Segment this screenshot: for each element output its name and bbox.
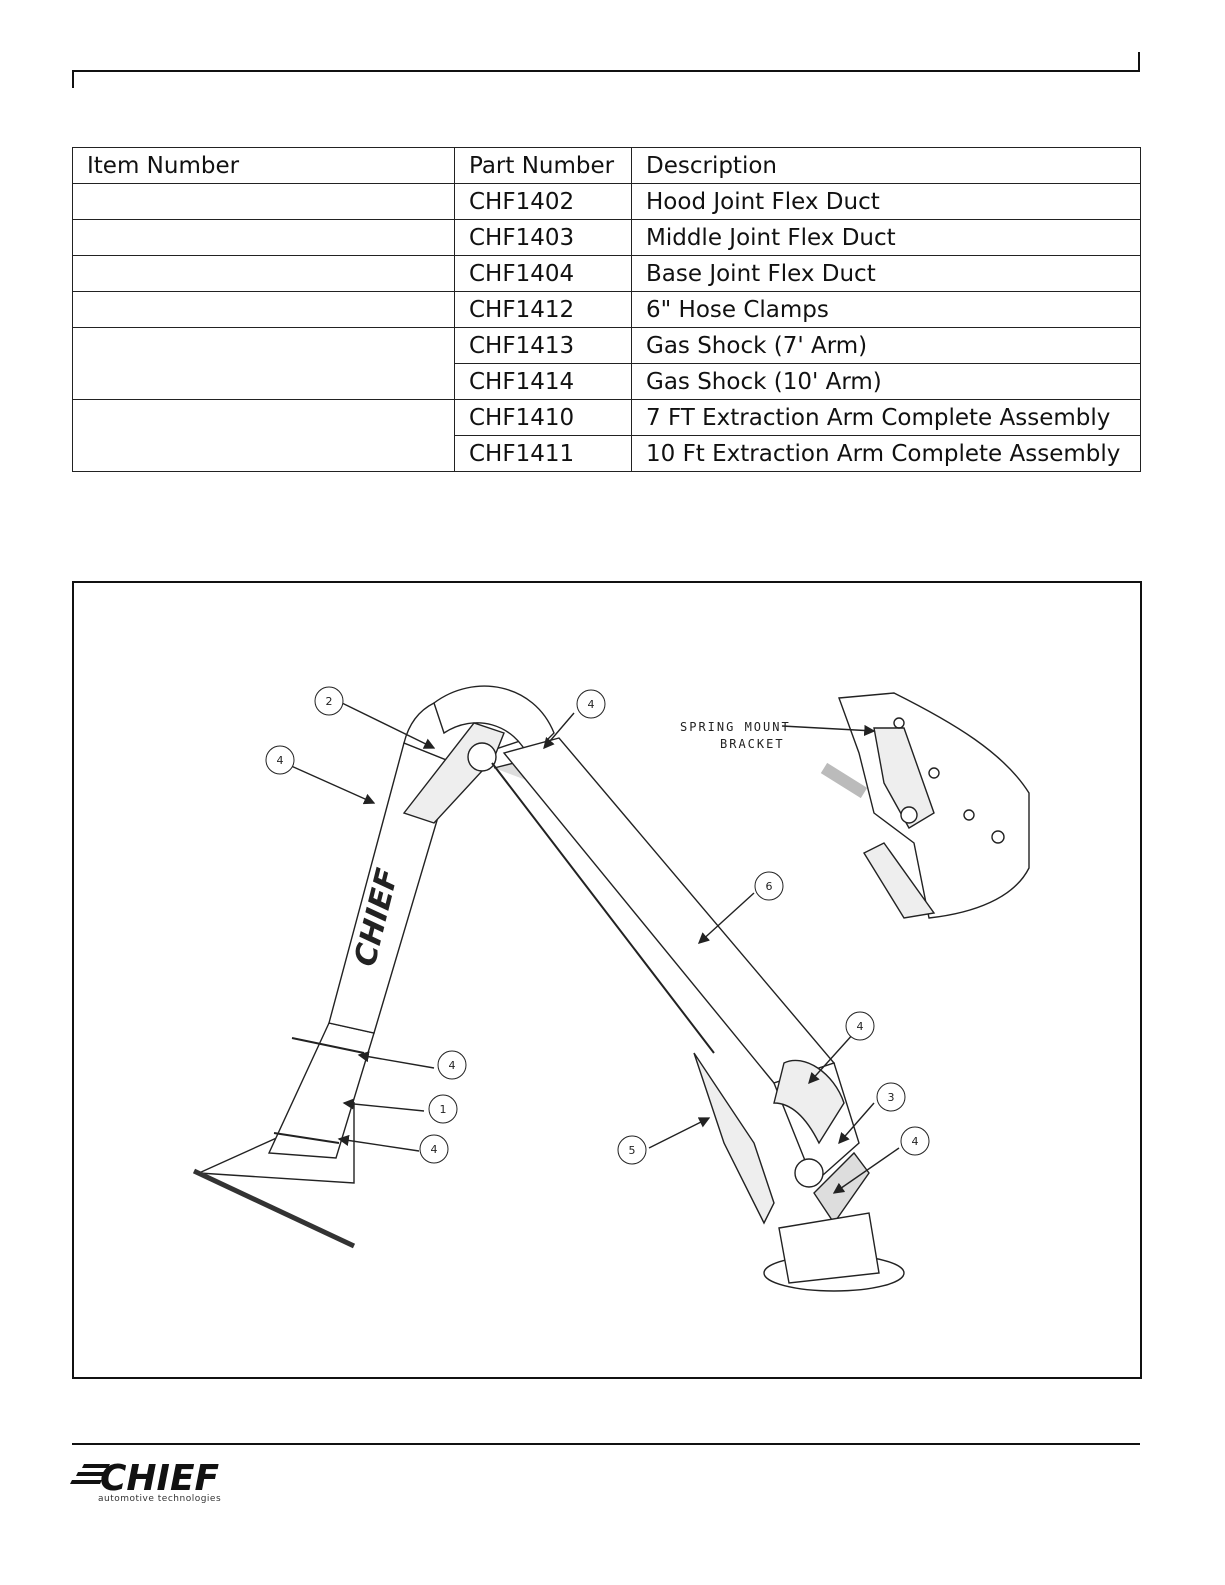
callout-4-hood-left: 4 (265, 745, 295, 775)
table-row: CHF1411 10 Ft Extraction Arm Complete As… (73, 435, 1141, 472)
callout-4-hood-top: 4 (576, 689, 606, 719)
part-cell: CHF1403 (454, 219, 632, 256)
callout-4-lower-band: 4 (419, 1134, 449, 1164)
svg-text:5: 5 (629, 1144, 636, 1157)
header-item-number: Item Number (72, 147, 455, 184)
callout-4-lower-duct: 4 (437, 1050, 467, 1080)
base-joint-bracket (773, 1059, 845, 1145)
part-cell: CHF1414 (454, 363, 632, 400)
description-cell: Gas Shock (10' Arm) (631, 363, 1141, 400)
hood-joint-pivot (467, 742, 497, 772)
description-cell: 6" Hose Clamps (631, 291, 1141, 328)
header-description: Description (631, 147, 1141, 184)
spring-mount-label-line1: SPRING MOUNT (680, 720, 791, 734)
base-pipe (778, 1212, 880, 1284)
part-cell: CHF1412 (454, 291, 632, 328)
item-cell (72, 327, 455, 400)
item-cell (72, 219, 455, 256)
svg-text:3: 3 (888, 1091, 895, 1104)
svg-text:4: 4 (912, 1135, 919, 1148)
table-row: CHF1412 6" Hose Clamps (72, 291, 1141, 328)
spring-mount-shock (863, 842, 936, 919)
base-joint-pivot (794, 1158, 824, 1188)
svg-text:4: 4 (449, 1059, 456, 1072)
callout-4-base-right: 4 (900, 1126, 930, 1156)
description-cell: Base Joint Flex Duct (631, 255, 1141, 292)
svg-text:2: 2 (326, 695, 333, 708)
callout-4-base-top: 4 (845, 1011, 875, 1041)
part-cell: CHF1411 (454, 435, 632, 472)
svg-text:6: 6 (766, 880, 773, 893)
spring-mount-label-line2: BRACKET (720, 737, 785, 751)
chief-logo: CHIEF (70, 1458, 220, 1499)
item-cell (72, 183, 455, 220)
table-row: CHF1410 7 FT Extraction Arm Complete Ass… (72, 399, 1141, 472)
description-cell: 10 Ft Extraction Arm Complete Assembly (631, 435, 1141, 472)
table-row: CHF1403 Middle Joint Flex Duct (72, 219, 1141, 256)
table-header-row: Item Number Part Number Description (72, 147, 1141, 184)
item-cell (72, 255, 455, 292)
svg-text:CHIEF: CHIEF (100, 1458, 220, 1499)
part-cell: CHF1402 (454, 183, 632, 220)
svg-text:1: 1 (440, 1103, 447, 1116)
extraction-arm-drawing: 2 4 4 6 4 4 1 (192, 685, 1030, 1292)
top-rule-left-tick (72, 70, 74, 88)
hood-flange (192, 1168, 356, 1249)
description-cell: 7 FT Extraction Arm Complete Assembly (631, 399, 1141, 436)
part-cell: CHF1410 (454, 399, 632, 436)
parts-table: Item Number Part Number Description CHF1… (72, 147, 1141, 472)
top-rule (72, 70, 1140, 72)
gas-shock-cylinder (693, 1052, 775, 1225)
footer-rule (72, 1443, 1140, 1445)
clamp-band-lower (273, 1132, 340, 1144)
clamp-band-upper (291, 1037, 365, 1054)
spring-mount-pin (820, 762, 868, 799)
description-cell: Middle Joint Flex Duct (631, 219, 1141, 256)
header-part-number: Part Number (454, 147, 632, 184)
description-cell: Hood Joint Flex Duct (631, 183, 1141, 220)
table-row: CHF1414 Gas Shock (10' Arm) (73, 363, 1141, 400)
part-cell: CHF1413 (454, 327, 632, 364)
middle-duct (502, 737, 836, 1084)
callout-3: 3 (876, 1082, 906, 1112)
table-row: CHF1402 Hood Joint Flex Duct (72, 183, 1141, 220)
table-row: CHF1404 Base Joint Flex Duct (72, 255, 1141, 292)
table-row: CHF1413 Gas Shock (7' Arm) (72, 327, 1141, 400)
svg-text:4: 4 (588, 698, 595, 711)
callout-1: 1 (428, 1094, 458, 1124)
logo-subtitle: automotive technologies (98, 1494, 222, 1504)
item-cell (72, 399, 455, 472)
gas-shock-rod (491, 762, 715, 1054)
item-cell (72, 291, 455, 328)
hood-joint-top (433, 685, 555, 760)
top-rule-right-tick (1138, 52, 1140, 70)
spring-mount-detail (838, 692, 1030, 919)
assembly-figure: 2 4 4 6 4 4 1 (72, 581, 1142, 1379)
callout-5: 5 (617, 1135, 647, 1165)
callout-2: 2 (314, 686, 344, 716)
callout-6: 6 (754, 871, 784, 901)
part-cell: CHF1404 (454, 255, 632, 292)
description-cell: Gas Shock (7' Arm) (631, 327, 1141, 364)
svg-text:4: 4 (277, 754, 284, 767)
svg-text:4: 4 (857, 1020, 864, 1033)
svg-text:4: 4 (431, 1143, 438, 1156)
